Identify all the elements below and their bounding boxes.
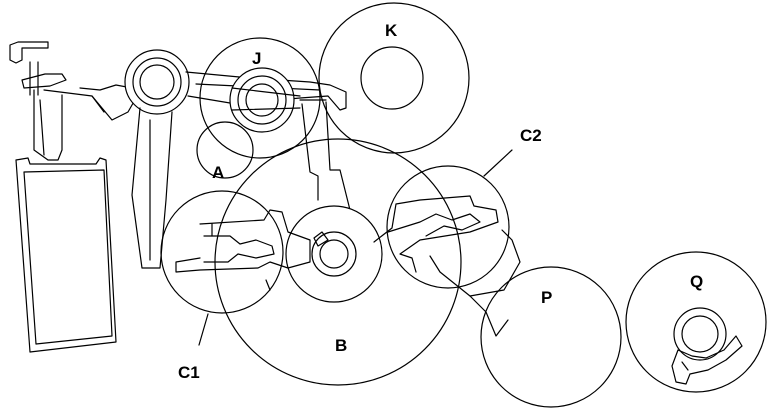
label-k: K [385,21,398,40]
hub-q [671,307,743,385]
gear-k-circle [318,2,470,154]
gear-p-circle [480,266,622,408]
label-c2: C2 [520,126,542,145]
c2-leader-line [483,149,513,177]
center-link [299,99,351,211]
paper-holder [9,41,117,353]
label-p: P [541,288,552,307]
label-a: A [212,163,224,182]
right-clamp-arm [373,195,521,337]
hub-j [229,67,301,133]
gear-a-circle [196,121,254,179]
gear-c2-circle [386,165,510,289]
gear-k-hub [360,46,424,110]
gear-c1-circle [160,190,284,314]
label-b: B [335,336,347,355]
label-q: Q [690,272,703,291]
c1-leader-line [198,313,209,346]
left-clamp-arm [175,209,311,291]
label-j: J [252,49,261,68]
gear-q-circle [625,251,767,393]
center-hub [285,205,383,303]
label-c1: C1 [178,363,200,382]
